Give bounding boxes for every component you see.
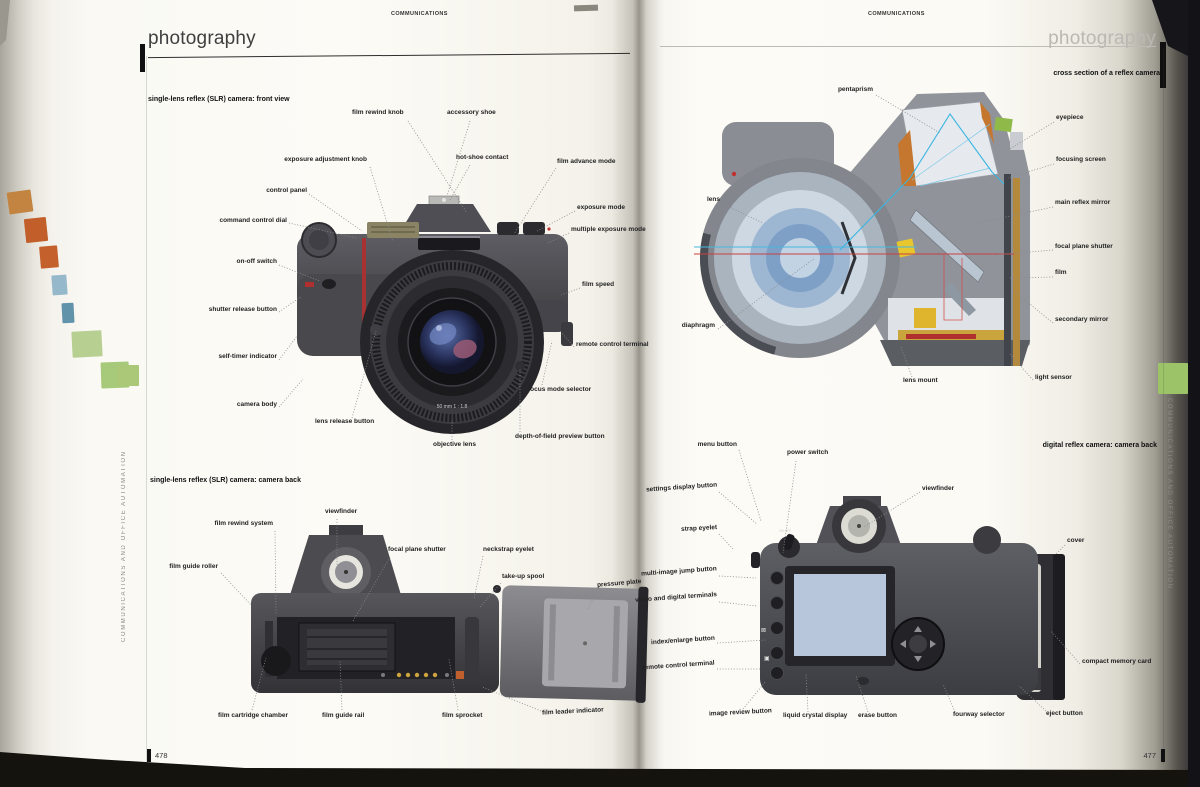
section-title-cross-section: cross section of a reflex camera: [1053, 70, 1160, 77]
label-diaphragm: diaphragm: [681, 322, 715, 329]
label-lens-mount: lens mount: [903, 377, 938, 384]
label-film-speed: film speed: [582, 281, 615, 288]
label-objective-lens: objective lens: [433, 441, 476, 448]
label-main-reflex-mirror: main reflex mirror: [1055, 199, 1111, 206]
pagenum-tick-left: [147, 749, 151, 762]
label-viewfinder: viewfinder: [325, 508, 358, 515]
slr-front-illustration: 50 mm 1 : 1.8: [297, 195, 573, 434]
page-number-left: 478: [155, 751, 168, 760]
label-focal-plane-shutter: focal plane shutter: [1055, 243, 1113, 250]
label-film-sprocket: film sprocket: [442, 712, 483, 719]
label-menu-button: menu button: [697, 441, 737, 448]
label-film-guide-roller: film guide roller: [169, 563, 218, 570]
label-lens: lens: [706, 196, 720, 203]
cross-section-illustration: [694, 92, 1030, 366]
page-number-right: 477: [1143, 751, 1156, 760]
section-title-slr-front: single-lens reflex (SLR) camera: front v…: [148, 96, 290, 103]
svg-text:▣: ▣: [764, 655, 770, 662]
label-liquid-crystal-display: liquid crystal display: [783, 712, 848, 719]
label-shutter-release-button: shutter release button: [208, 306, 277, 313]
label-erase-button: erase button: [858, 712, 898, 719]
running-header-left: COMMUNICATIONS: [391, 11, 448, 17]
label-on-off-switch: on-off switch: [236, 258, 277, 265]
label-cover: cover: [1067, 537, 1085, 544]
label-camera-body: camera body: [236, 401, 277, 408]
label-multiple-exposure-mode: multiple exposure mode: [571, 226, 646, 233]
label-control-panel: control panel: [266, 187, 307, 194]
label-exposure-adjustment-knob: exposure adjustment knob: [284, 156, 367, 163]
label-viewfinder-digital: viewfinder: [922, 485, 955, 492]
label-exposure-mode: exposure mode: [577, 204, 626, 211]
running-header-right: COMMUNICATIONS: [868, 11, 925, 17]
label-film-rewind-system: film rewind system: [214, 520, 273, 527]
label-pentaprism: pentaprism: [837, 86, 873, 93]
label-take-up-spool: take-up spool: [502, 573, 545, 580]
label-focusing-screen: focusing screen: [1056, 156, 1106, 163]
sidebar-text-right: COMMUNICATIONS AND OFFICE AUTOMATION: [1166, 398, 1172, 590]
svg-text:ON OFF: ON OFF: [779, 529, 791, 533]
section-title-slr-back: single-lens reflex (SLR) camera: camera …: [150, 477, 301, 484]
label-command-control-dial: command control dial: [219, 217, 287, 224]
label-film-rewind-knob: film rewind knob: [352, 109, 404, 116]
label-lens-release-button: lens release button: [315, 418, 375, 425]
label-focus-mode-selector: focus mode selector: [528, 386, 592, 393]
label-self-timer-indicator: self-timer indicator: [218, 353, 277, 360]
label-depth-of-field-preview-button: depth-of-field preview button: [515, 433, 605, 440]
margin-hairline-right: [1163, 48, 1164, 764]
crop-tick-left: [140, 44, 145, 72]
digital-back-illustration: ON OFF ⊠ ▣: [751, 496, 1065, 700]
margin-hairline-left: [146, 56, 147, 764]
label-light-sensor: light sensor: [1035, 374, 1072, 381]
pagenum-tick-right: [1161, 749, 1165, 762]
label-film-cartridge-chamber: film cartridge chamber: [218, 712, 289, 719]
label-fourway-selector: fourway selector: [953, 711, 1005, 718]
label-neckstrap-eyelet: neckstrap eyelet: [483, 546, 534, 553]
svg-text:⊠: ⊠: [761, 627, 766, 634]
svg-text:50 mm 1 : 1.8: 50 mm 1 : 1.8: [437, 404, 468, 410]
crop-tick-right: [1160, 42, 1166, 88]
label-eyepiece: eyepiece: [1056, 114, 1084, 121]
label-film-advance-mode: film advance mode: [557, 158, 616, 165]
chapter-tab-left: [117, 365, 139, 386]
title-rule-right: [660, 46, 1156, 47]
label-film: film: [1055, 269, 1067, 276]
chapter-title-right: photography: [1048, 28, 1156, 49]
label-secondary-mirror: secondary mirror: [1055, 316, 1109, 323]
label-power-switch: power switch: [787, 449, 829, 456]
chapter-title-left: photography: [148, 28, 256, 49]
label-film-guide-rail: film guide rail: [322, 712, 365, 719]
slr-back-illustration: [251, 525, 649, 703]
label-compact-memory-card: compact memory card: [1082, 658, 1152, 665]
label-focal-plane-shutter-back: focal plane shutter: [388, 546, 446, 553]
label-hot-shoe-contact: hot-shoe contact: [456, 154, 509, 161]
section-title-digital-back: digital reflex camera: camera back: [1042, 442, 1157, 449]
label-remote-control-terminal: remote control terminal: [576, 341, 649, 348]
chapter-tab-right: [1158, 363, 1188, 394]
label-accessory-shoe: accessory shoe: [447, 109, 496, 116]
label-eject-button: eject button: [1046, 710, 1083, 717]
